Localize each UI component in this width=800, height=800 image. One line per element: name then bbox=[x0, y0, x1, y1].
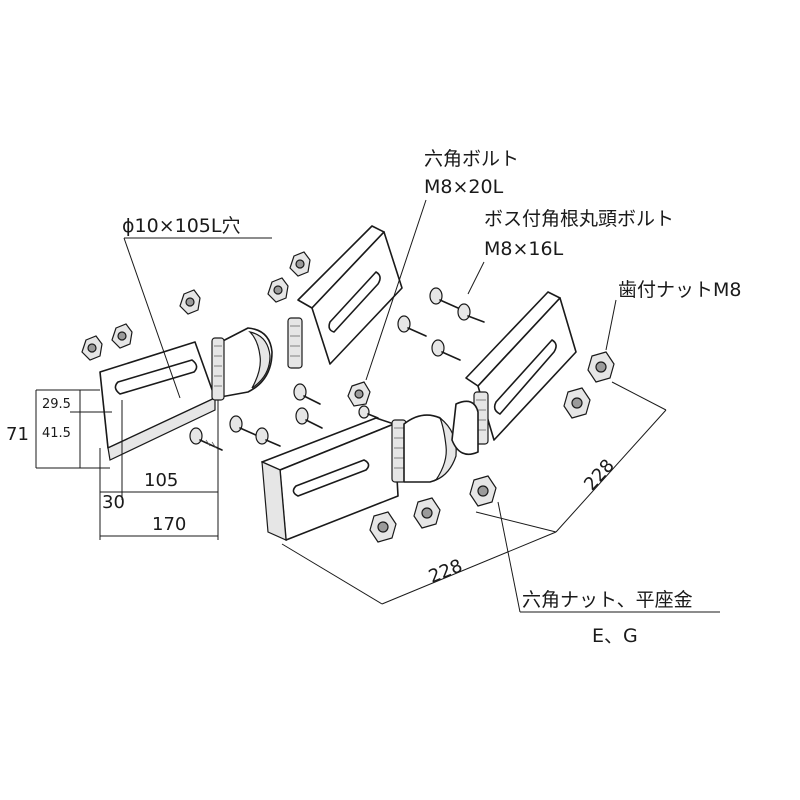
dimension-lines bbox=[35, 381, 667, 605]
bolt-3 bbox=[255, 427, 281, 447]
hex-nut-2 bbox=[413, 497, 441, 529]
upper-center-plate bbox=[287, 225, 403, 369]
dim-slot-start: 30 bbox=[102, 492, 125, 513]
bolt-8 bbox=[457, 303, 485, 323]
dim-total-height: 71 bbox=[6, 424, 29, 445]
leader-lines bbox=[123, 199, 720, 613]
nuts bbox=[81, 251, 615, 543]
hex-nut-washer-label: 六角ナット、平座金 bbox=[522, 589, 693, 611]
hex-nut-1 bbox=[369, 511, 397, 543]
bolt-1 bbox=[189, 427, 223, 451]
front-center-plate bbox=[261, 417, 399, 541]
bolt-2 bbox=[229, 415, 259, 437]
dim-upper-offset: 29.5 bbox=[42, 397, 71, 412]
dim-slot-length: 105 bbox=[144, 470, 178, 491]
serrated-nut-label: 歯付ナットM8 bbox=[618, 279, 741, 301]
hex-nut-3 bbox=[469, 475, 497, 507]
hex-bolt-size-label: M8×20L bbox=[424, 176, 504, 198]
boss-bolt-size-label: M8×16L bbox=[484, 238, 564, 260]
bolt-4 bbox=[293, 383, 321, 405]
bolt-6 bbox=[397, 315, 427, 337]
serrated-nut-1 bbox=[81, 335, 103, 361]
serrated-nut-2 bbox=[111, 323, 133, 349]
bolt-7 bbox=[429, 287, 459, 309]
hex-bolt-name-label: 六角ボルト bbox=[424, 148, 519, 170]
left-hinge bbox=[211, 327, 273, 401]
bolt-10 bbox=[358, 405, 379, 419]
bolt-9 bbox=[431, 339, 461, 361]
dim-span-right: 228 bbox=[580, 455, 619, 495]
serrated-nut-4 bbox=[267, 277, 289, 303]
hex-nut-6 bbox=[347, 381, 371, 407]
variants-label: E、G bbox=[592, 625, 638, 647]
left-bracket-plate bbox=[99, 341, 216, 461]
hex-nut-5 bbox=[587, 351, 615, 383]
slot-hole-label: ϕ10×105L穴 bbox=[122, 215, 240, 237]
bolt-5 bbox=[295, 407, 323, 429]
dim-span-front: 228 bbox=[426, 555, 466, 587]
serrated-nut-5 bbox=[289, 251, 311, 277]
dim-plate-length: 170 bbox=[152, 514, 186, 535]
dim-lower-offset: 41.5 bbox=[42, 426, 71, 441]
boss-bolt-name-label: ボス付角根丸頭ボルト bbox=[484, 208, 674, 230]
hex-nut-4 bbox=[563, 387, 591, 419]
right-bracket-plate bbox=[451, 291, 577, 456]
center-hinge bbox=[391, 414, 457, 483]
bolts bbox=[189, 287, 485, 451]
serrated-nut-3 bbox=[179, 289, 201, 315]
